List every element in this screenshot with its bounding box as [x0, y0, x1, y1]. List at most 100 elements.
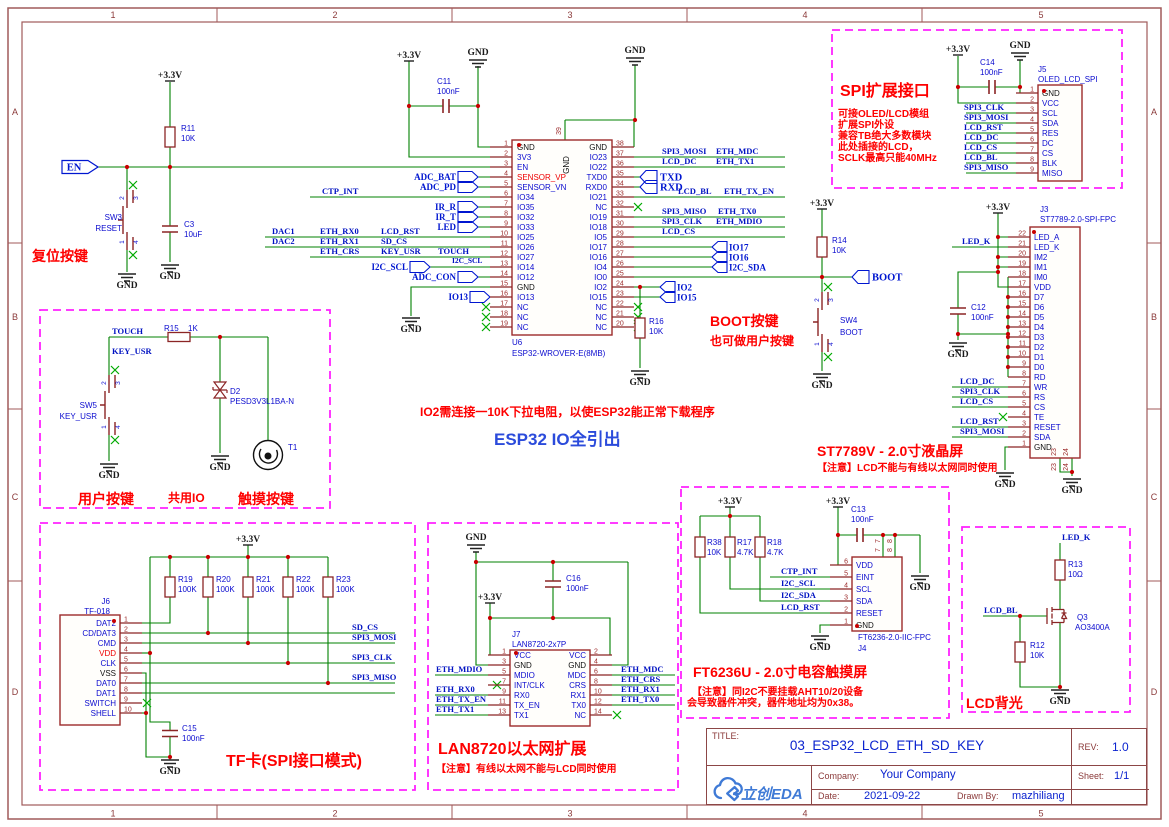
component-labels[interactable]: R1110KC310uFC11100nFR1410KR1610KC14100nF… [60, 58, 1111, 743]
net-label[interactable]: LCD_CS [964, 142, 997, 152]
annotation-text[interactable]: IO2需连接一10K下拉电阻，以使ESP32能正常下载程序 [420, 404, 715, 419]
net-flag[interactable]: LED [437, 222, 456, 232]
net-label[interactable]: LCD_BL [678, 186, 712, 196]
net-label[interactable]: ETH_MDC [621, 664, 664, 674]
net-flag[interactable]: ADC_PD [420, 182, 456, 192]
component-value[interactable]: 100nF [182, 734, 205, 743]
component-ref[interactable]: C16 [566, 574, 581, 583]
component-value[interactable]: 10K [181, 134, 196, 143]
rev-value[interactable]: 1.0 [1112, 740, 1129, 754]
component-value[interactable]: TF-018 [84, 607, 110, 616]
net-label[interactable]: ETH_TX0 [621, 694, 659, 704]
net-flag[interactable]: IO16 [729, 253, 749, 263]
component-ref[interactable]: R21 [256, 575, 271, 584]
component-ref[interactable]: R13 [1068, 560, 1083, 569]
net-flag[interactable]: RXD [660, 183, 683, 194]
component-ref[interactable]: U6 [512, 338, 523, 347]
annotation-text[interactable]: 【注意】同I2C不要挂载AHT10/20设备 [692, 685, 864, 698]
net-flag[interactable]: TXD [660, 173, 683, 184]
net-label[interactable]: DAC1 [272, 226, 295, 236]
annotation-text[interactable]: 此处插接的LCD， [838, 140, 919, 153]
net-label[interactable]: LCD_RST [781, 602, 820, 612]
annotation-text[interactable]: 用户按键 [78, 491, 135, 507]
component-ref[interactable]: SW4 [840, 316, 858, 325]
component-ref[interactable]: R11 [181, 124, 196, 133]
net-label[interactable]: KEY_USR [112, 346, 153, 356]
component-value[interactable]: 10K [707, 548, 722, 557]
component-ref[interactable]: J7 [512, 630, 521, 639]
en-flag[interactable]: EN [67, 163, 82, 174]
net-flag[interactable]: I2C_SCL [371, 262, 408, 272]
net-label[interactable]: LCD_CS [960, 396, 993, 406]
annotation-text[interactable]: 共用IO [168, 490, 205, 505]
component-value[interactable]: LAN8720-2x7P [512, 640, 566, 649]
net-label[interactable]: SPI3_MISO [964, 162, 1009, 172]
net-flag[interactable]: IO2 [677, 283, 693, 293]
component-value[interactable]: 10K [649, 327, 664, 336]
component-ref[interactable]: SW3 [105, 213, 123, 222]
component-ref[interactable]: R22 [296, 575, 311, 584]
component-value[interactable]: 100nF [851, 515, 874, 524]
annotation-text[interactable]: 可接OLED/LCD模组 [838, 107, 929, 120]
component-value[interactable]: 4.7K [737, 548, 754, 557]
net-flag[interactable]: IR_R [435, 202, 457, 212]
net-label[interactable]: ETH_CRS [320, 246, 359, 256]
net-label[interactable]: ETH_TX_EN [436, 694, 487, 704]
net-label[interactable]: LCD_RST [964, 122, 1003, 132]
component-value[interactable]: 10uF [184, 230, 202, 239]
annotation-text[interactable]: 兼容TB绝大多数模块 [838, 129, 932, 142]
net-flag[interactable]: I2C_SDA [729, 263, 767, 273]
component-value[interactable]: 10Ω [1068, 570, 1083, 579]
component-value[interactable]: PESD3V3L1BA-N [230, 397, 294, 406]
component-ref[interactable]: R12 [1030, 641, 1045, 650]
net-label[interactable]: I2C_SCL [452, 256, 482, 265]
net-flag[interactable]: IR_T [435, 212, 456, 222]
sheet-value[interactable]: 1/1 [1114, 770, 1130, 782]
annotation-text[interactable]: 【注意】有线以太网不能与LCD同时使用 [436, 762, 617, 775]
component-value[interactable]: 100nF [971, 313, 994, 322]
component-value[interactable]: 100K [336, 585, 355, 594]
j4-body[interactable] [851, 556, 903, 632]
component-ref[interactable]: R16 [649, 317, 664, 326]
component-ref[interactable]: J5 [1038, 65, 1047, 74]
component-ref[interactable]: J6 [102, 597, 111, 606]
net-label[interactable]: LCD_BL [984, 605, 1018, 615]
net-label[interactable]: SPI3_MOSI [960, 426, 1005, 436]
component-value[interactable]: ST7789-2.0-SPI-FPC [1040, 215, 1116, 224]
component-ref[interactable]: R20 [216, 575, 231, 584]
component-ref[interactable]: C3 [184, 220, 195, 229]
net-label[interactable]: DAC2 [272, 236, 295, 246]
j5-body[interactable] [1037, 84, 1083, 182]
component-ref[interactable]: C12 [971, 303, 986, 312]
component-value[interactable]: 100nF [566, 584, 589, 593]
net-label[interactable]: SPI3_CLK [964, 102, 1005, 112]
j7-body[interactable] [509, 649, 591, 727]
component-value[interactable]: 4.7K [767, 548, 784, 557]
net-flag[interactable]: IO17 [729, 243, 749, 253]
company-value[interactable]: Your Company [880, 769, 956, 781]
esp32-chip-body[interactable] [511, 139, 613, 336]
net-label[interactable]: LCD_RST [381, 226, 420, 236]
annotation-text[interactable]: SCLK最高只能40MHz [838, 151, 937, 164]
annotation-text[interactable]: LCD背光 [966, 695, 1023, 711]
component-ref[interactable]: R15 [164, 324, 179, 333]
component-ref[interactable]: D2 [230, 387, 241, 396]
component-ref[interactable]: C13 [851, 505, 866, 514]
component-value[interactable]: 100K [178, 585, 197, 594]
j3-body[interactable] [1029, 226, 1081, 459]
annotation-text[interactable]: 扩展SPI外设 [838, 118, 894, 131]
net-label[interactable]: ETH_RX0 [436, 684, 475, 694]
component-ref[interactable]: R14 [832, 236, 847, 245]
component-value[interactable]: AO3400A [1075, 623, 1110, 632]
net-label[interactable]: LCD_CS [662, 226, 695, 236]
net-label[interactable]: LCD_BL [964, 152, 998, 162]
net-label[interactable]: TOUCH [438, 246, 469, 256]
component-ref[interactable]: J3 [1040, 205, 1049, 214]
annotation-text[interactable]: LAN8720以太网扩展 [438, 739, 587, 758]
net-label[interactable]: LCD_DC [960, 376, 994, 386]
date-value[interactable]: 2021-09-22 [864, 790, 921, 802]
component-value[interactable]: OLED_LCD_SPI [1038, 75, 1098, 84]
net-flag[interactable]: IO13 [448, 292, 468, 302]
